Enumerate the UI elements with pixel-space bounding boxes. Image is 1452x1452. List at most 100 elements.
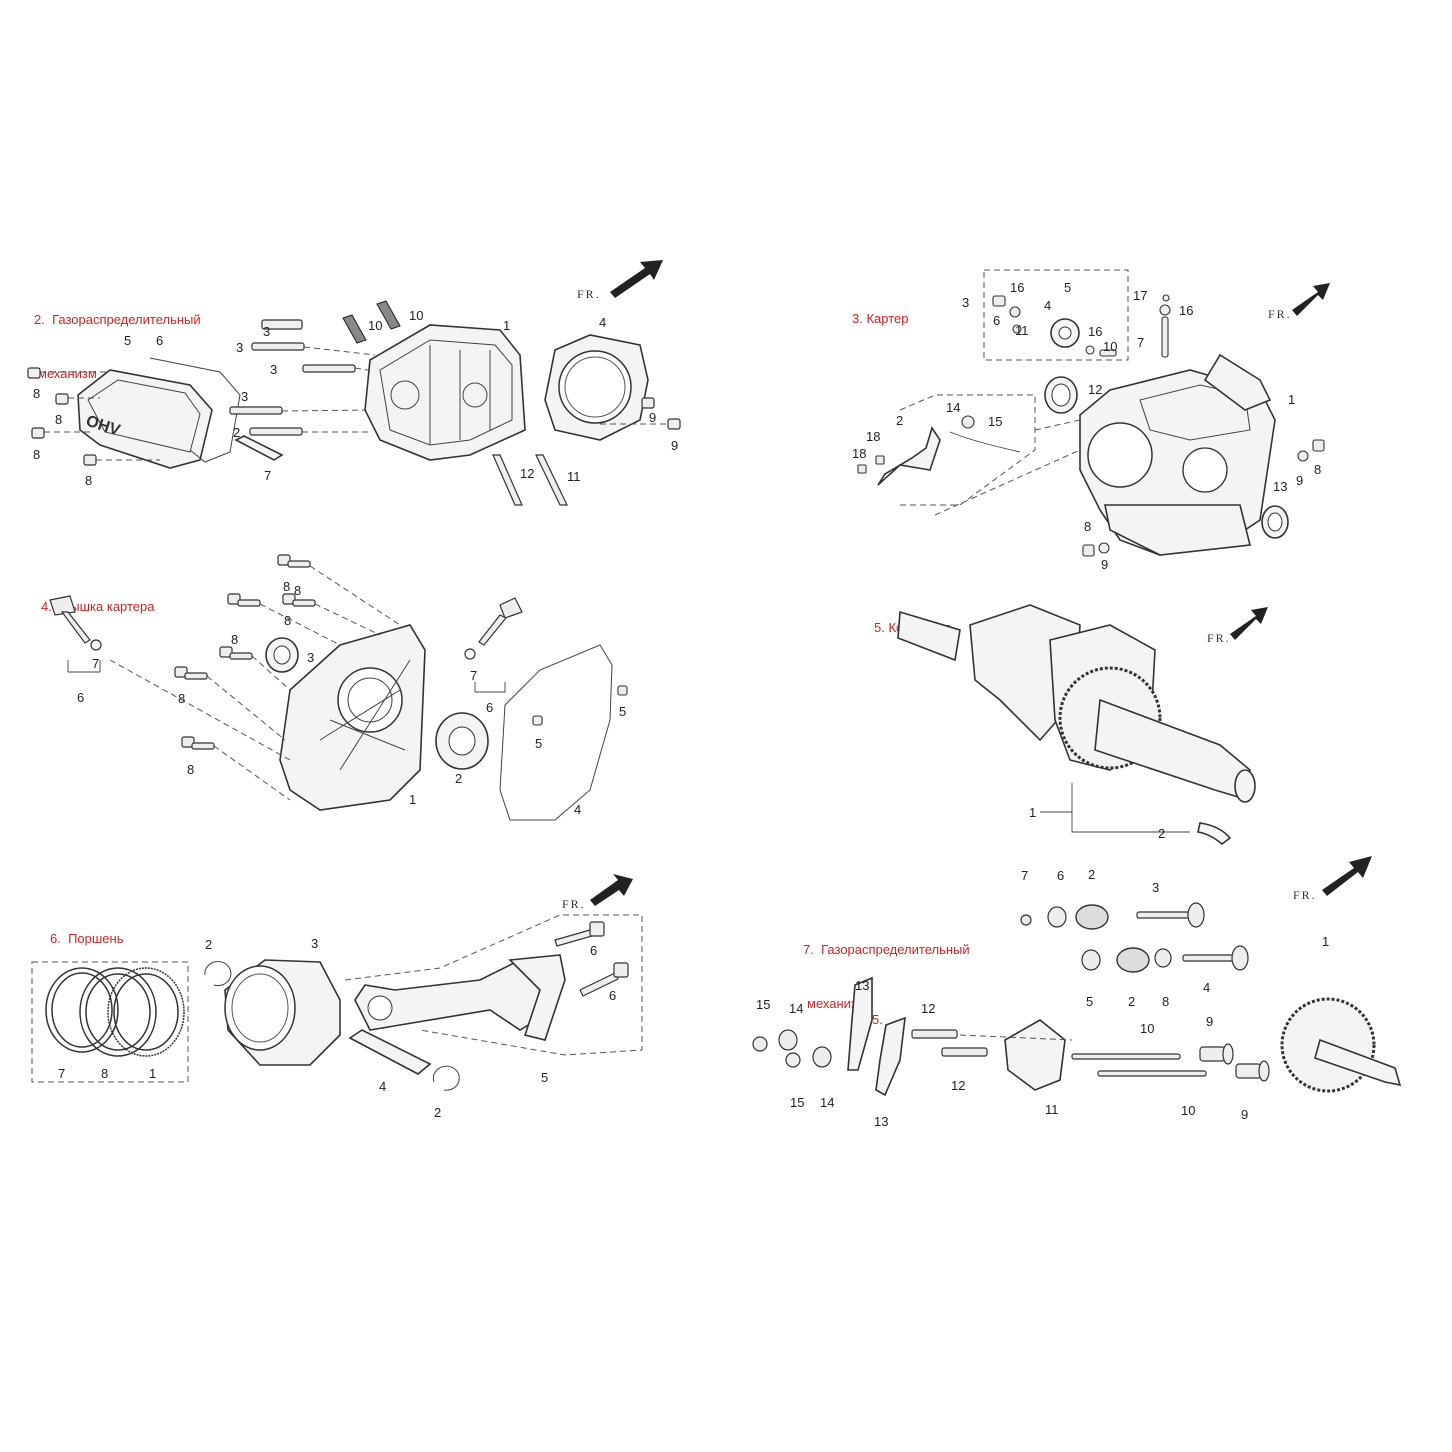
svg-text:8: 8 bbox=[1162, 994, 1169, 1009]
svg-text:17: 17 bbox=[1133, 288, 1147, 303]
svg-text:8: 8 bbox=[33, 447, 40, 462]
svg-text:9: 9 bbox=[1206, 1014, 1213, 1029]
svg-text:8: 8 bbox=[284, 613, 291, 628]
section-3-title: 3. Картер bbox=[852, 274, 908, 346]
svg-text:6: 6 bbox=[156, 333, 163, 348]
section-7-title-line1: 7. Газораспределительный bbox=[803, 942, 970, 957]
fr-arrow-s3 bbox=[1292, 283, 1330, 316]
svg-text:5: 5 bbox=[619, 704, 626, 719]
svg-text:18: 18 bbox=[852, 446, 866, 461]
governor-group-box bbox=[983, 269, 1129, 361]
svg-text:2: 2 bbox=[896, 413, 903, 428]
section-3-drawing: FR. bbox=[852, 269, 1330, 572]
svg-text:10: 10 bbox=[1140, 1021, 1154, 1036]
section-6-title-line1: 6. Поршень bbox=[50, 931, 124, 946]
ignition-coil bbox=[877, 426, 941, 486]
fr-label-s7: FR. bbox=[1293, 888, 1317, 902]
piston-pin bbox=[348, 1029, 432, 1075]
svg-text:11: 11 bbox=[1015, 323, 1029, 338]
svg-text:9: 9 bbox=[649, 410, 656, 425]
svg-text:1: 1 bbox=[149, 1066, 156, 1081]
section-3-title-line1: 3. Картер bbox=[852, 311, 909, 326]
svg-text:4: 4 bbox=[574, 802, 581, 817]
svg-text:6: 6 bbox=[486, 700, 493, 715]
section-7-title-line2: механизм bbox=[807, 996, 866, 1011]
extra-label-5: 5. bbox=[872, 1012, 883, 1027]
guide-plate bbox=[1004, 1019, 1066, 1091]
svg-text:15: 15 bbox=[988, 414, 1002, 429]
svg-text:5: 5 bbox=[1086, 994, 1093, 1009]
studs-11-12 bbox=[492, 454, 568, 506]
ring-set-box bbox=[31, 961, 189, 1083]
section-7-title: 7. Газораспределительный механизм bbox=[803, 905, 970, 1031]
svg-text:13: 13 bbox=[855, 978, 869, 993]
svg-text:4: 4 bbox=[1044, 298, 1051, 313]
svg-text:10: 10 bbox=[368, 318, 382, 333]
pin-7 bbox=[234, 435, 284, 461]
fr-arrow-s5 bbox=[1230, 607, 1268, 640]
crankshaft-end bbox=[897, 610, 961, 662]
section-2-title-line1: 2. Газораспределительный bbox=[34, 312, 201, 327]
rocker-arms bbox=[847, 976, 906, 1097]
svg-text:11: 11 bbox=[1045, 1102, 1059, 1117]
fr-label-s2: FR. bbox=[577, 287, 601, 301]
svg-text:2: 2 bbox=[205, 937, 212, 952]
svg-text:8: 8 bbox=[178, 691, 185, 706]
svg-text:13: 13 bbox=[1273, 479, 1287, 494]
section-7-drawing: FR. bbox=[752, 856, 1402, 1129]
svg-text:3: 3 bbox=[241, 389, 248, 404]
cover-gasket-4 bbox=[499, 644, 613, 821]
svg-text:7: 7 bbox=[58, 1066, 65, 1081]
section-5-drawing: FR. 1 2 bbox=[897, 604, 1268, 846]
bolts-8-cover bbox=[174, 554, 316, 750]
svg-text:8: 8 bbox=[1314, 462, 1321, 477]
section-2-drawing: FR. OHV bbox=[27, 260, 681, 506]
fr-arrow-s2 bbox=[610, 260, 663, 298]
svg-text:1: 1 bbox=[1288, 392, 1295, 407]
svg-text:3: 3 bbox=[962, 295, 969, 310]
section-6-drawing: FR. 1 2 bbox=[31, 874, 643, 1120]
svg-text:12: 12 bbox=[1088, 382, 1102, 397]
section-5-part-numbers: 1 2 bbox=[1029, 805, 1165, 841]
svg-text:16: 16 bbox=[1179, 303, 1193, 318]
svg-text:16: 16 bbox=[1010, 280, 1024, 295]
svg-text:4: 4 bbox=[1203, 980, 1210, 995]
svg-text:4: 4 bbox=[379, 1079, 386, 1094]
retainers bbox=[1020, 906, 1172, 971]
svg-text:14: 14 bbox=[946, 400, 960, 415]
svg-text:7: 7 bbox=[264, 468, 271, 483]
fr-label-s3: FR. bbox=[1268, 307, 1292, 321]
section-6-title: 6. Поршень bbox=[50, 894, 123, 966]
section-3-part-numbers: 1 2 3 4 5 6 7 8 8 9 9 10 11 12 13 14 15 … bbox=[852, 280, 1321, 572]
shaft-end-face bbox=[1234, 769, 1256, 803]
svg-text:1: 1 bbox=[1322, 934, 1329, 949]
section-4-drawing: 1 2 3 4 5 5 6 6 7 7 8 8 8 8 8 8 bbox=[49, 554, 628, 821]
svg-text:9: 9 bbox=[1241, 1107, 1248, 1122]
fr-arrow-s7 bbox=[1322, 856, 1372, 896]
svg-text:7: 7 bbox=[92, 656, 99, 671]
cover-gasket bbox=[149, 357, 241, 463]
studs-3 bbox=[229, 319, 356, 436]
svg-text:5: 5 bbox=[1064, 280, 1071, 295]
svg-text:1: 1 bbox=[503, 318, 510, 333]
section-6-part-numbers: 1 2 2 3 4 5 6 6 7 8 bbox=[58, 936, 616, 1120]
svg-text:3: 3 bbox=[263, 324, 270, 339]
svg-text:8: 8 bbox=[55, 412, 62, 427]
crankcase-bracket bbox=[1203, 353, 1272, 411]
svg-text:5: 5 bbox=[541, 1070, 548, 1085]
svg-text:18: 18 bbox=[866, 429, 880, 444]
tappets bbox=[1199, 1043, 1270, 1082]
svg-text:7: 7 bbox=[1137, 335, 1144, 350]
svg-text:3: 3 bbox=[311, 936, 318, 951]
svg-text:15: 15 bbox=[756, 997, 770, 1012]
svg-text:7: 7 bbox=[470, 668, 477, 683]
rocker-studs bbox=[911, 1029, 988, 1057]
section-3-hardware bbox=[857, 294, 1325, 557]
crankcase-base bbox=[1104, 504, 1251, 556]
svg-text:3: 3 bbox=[307, 650, 314, 665]
svg-text:2: 2 bbox=[434, 1105, 441, 1120]
svg-text:10: 10 bbox=[1181, 1103, 1195, 1118]
rod-cap bbox=[508, 954, 566, 1041]
valves bbox=[1136, 902, 1249, 971]
svg-text:6: 6 bbox=[590, 943, 597, 958]
